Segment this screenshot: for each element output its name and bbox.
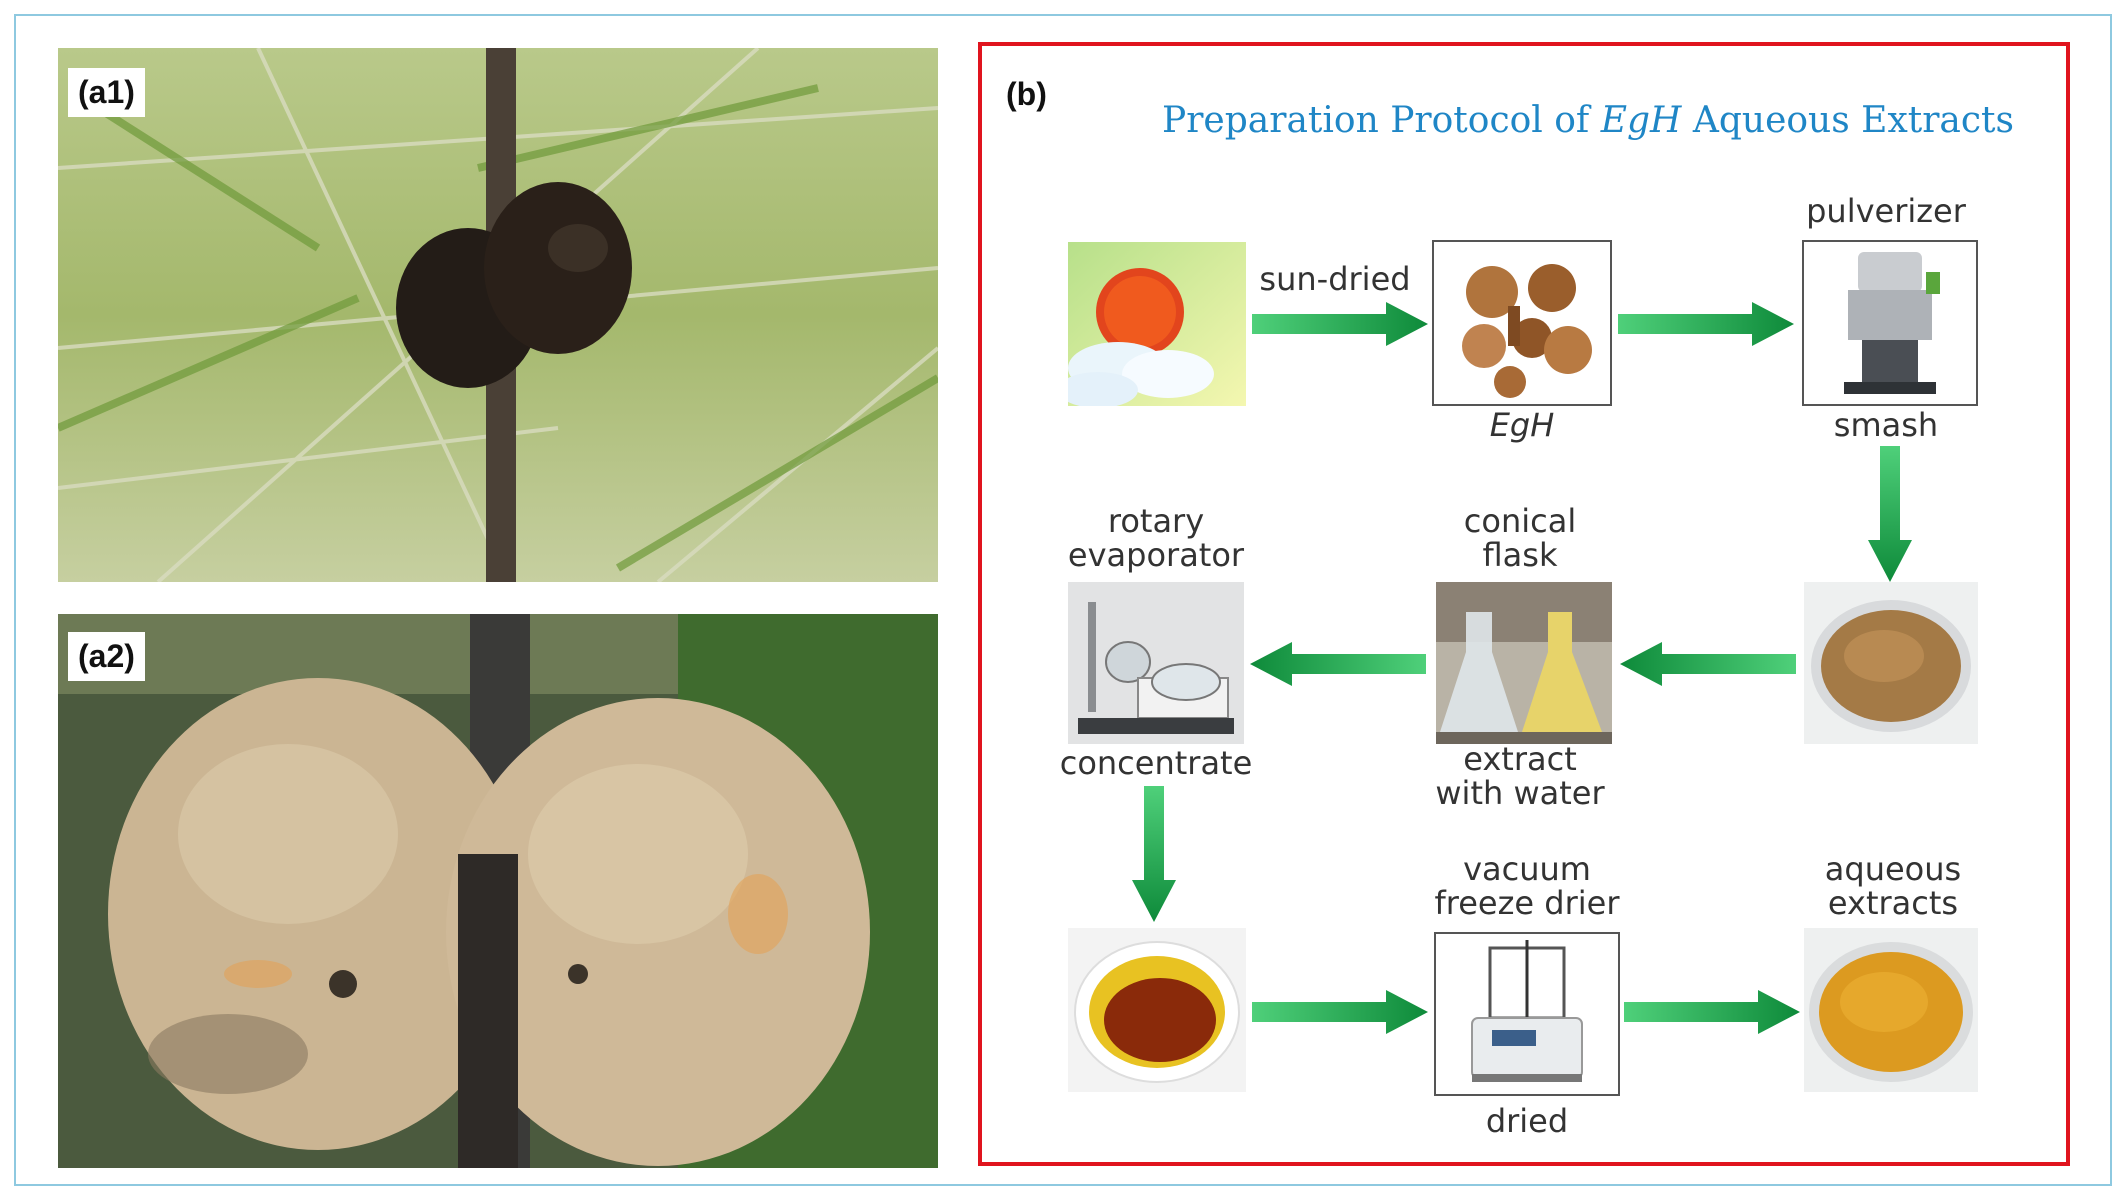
panel-label-b: (b) bbox=[1006, 76, 1047, 112]
vacuum-label-2: freeze drier bbox=[1434, 884, 1620, 922]
pulverizer-label: pulverizer bbox=[1806, 192, 1966, 230]
vacuum-label-1: vacuum bbox=[1463, 850, 1591, 888]
protocol-title: Preparation Protocol of EgH Aqueous Extr… bbox=[1162, 100, 2014, 141]
photo-a1-fungus-on-bamboo bbox=[58, 48, 938, 582]
dried-label: dried bbox=[1485, 1102, 1569, 1140]
extract-label-1: extract bbox=[1463, 740, 1577, 778]
protocol-panel bbox=[978, 42, 2070, 1166]
pulverizer-image bbox=[1802, 240, 1978, 406]
sun-dried-label: sun-dried bbox=[1259, 260, 1411, 298]
arrow-sun-to-egh bbox=[1252, 302, 1428, 346]
rotary-label-1: rotary bbox=[1107, 502, 1205, 540]
concentrate-label: concentrate bbox=[1059, 744, 1253, 782]
conical-label-2: flask bbox=[1482, 536, 1558, 574]
sun-image bbox=[1068, 242, 1246, 406]
egh-image bbox=[1432, 240, 1612, 406]
extract-label-2: with water bbox=[1435, 774, 1605, 812]
smash-label: smash bbox=[1833, 406, 1939, 444]
arrow-flask-to-evaporator bbox=[1250, 642, 1426, 686]
arrow-powder-to-flask bbox=[1620, 642, 1796, 686]
evaporator-image bbox=[1068, 582, 1244, 744]
arrow-smash-down bbox=[1868, 446, 1912, 582]
panel-label-a2: (a2) bbox=[68, 632, 145, 681]
powder-image bbox=[1804, 582, 1978, 744]
photo-a2-fungus-closeup bbox=[58, 614, 938, 1168]
freeze-drier-image bbox=[1434, 932, 1620, 1096]
flask-image bbox=[1436, 582, 1612, 744]
aqueous-extracts-image bbox=[1804, 928, 1978, 1092]
aqueous-label-1: aqueous bbox=[1824, 850, 1962, 888]
arrow-egh-to-pulverizer bbox=[1618, 302, 1794, 346]
arrow-concentrate-to-drier bbox=[1252, 990, 1428, 1034]
conical-label-1: conical bbox=[1463, 502, 1577, 540]
concentrate-image bbox=[1068, 928, 1246, 1092]
egh-label: EgH bbox=[1489, 406, 1555, 444]
figure-frame bbox=[14, 14, 2112, 1186]
rotary-label-2: evaporator bbox=[1067, 536, 1245, 574]
aqueous-label-2: extracts bbox=[1827, 884, 1959, 922]
arrow-concentrate-down bbox=[1132, 786, 1176, 922]
panel-label-a1: (a1) bbox=[68, 68, 145, 117]
arrow-drier-to-extracts bbox=[1624, 990, 1800, 1034]
